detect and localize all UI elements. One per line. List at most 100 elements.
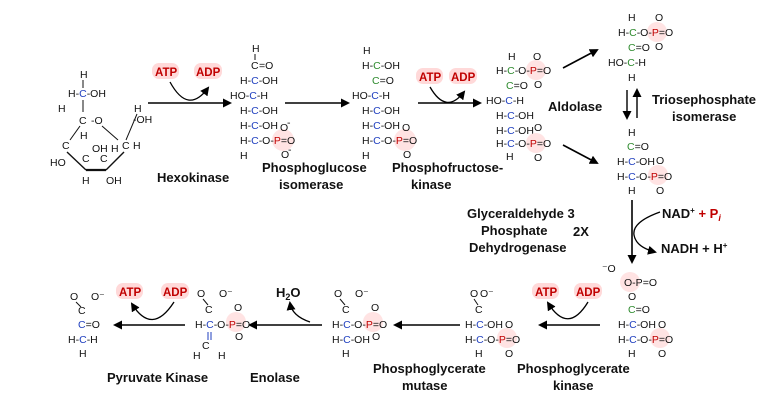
svg-text:-OH: -OH [133,114,152,126]
multiplier-label: 2X [573,224,589,239]
adp-label-4: ADP [163,287,188,299]
svg-text:O: O [655,12,663,24]
svg-text:H: H [80,130,88,142]
triosephosphate-label-line1: Triosephosphate [652,92,756,107]
glyceraldehyde-3-phosphate-molecule: H C=O H-C-OH H-C-O-P=O O H O [617,127,672,197]
svg-text:C: C [82,153,90,165]
svg-text:O: O [505,319,513,331]
svg-text:H: H [252,43,260,55]
svg-text:H: H [82,175,90,187]
svg-text:O: O [470,288,478,300]
svg-text:O: O [197,288,205,300]
svg-text:H-C-OH: H-C-OH [362,105,400,117]
svg-text:H-C-O-P=O: H-C-O-P=O [465,334,520,346]
svg-text:=O: =O [259,60,273,72]
svg-text:C: C [475,304,483,316]
svg-text:O: O [656,185,664,197]
svg-text:H-C-O-P=O: H-C-O-P=O [240,135,295,147]
hexokinase-label: Hexokinase [157,170,229,185]
pgm-label-line1: Phosphoglycerate [373,361,486,376]
pgm-label-line2: mutase [402,378,448,393]
gapdh-label-line1: Glyceraldehyde 3 [467,206,575,221]
phosphoglucose-label-line2: isomerase [279,177,343,192]
svg-text:H-C-O-P=O: H-C-O-P=O [195,319,250,331]
atp-label: ATP [155,67,177,79]
svg-text:H-C-O-P=O: H-C-O-P=O [332,319,387,331]
svg-text:C: C [342,304,350,316]
svg-text:H: H [362,150,370,162]
bisphosphoglycerate-molecule: ⁻O O-P=O O C=O H-C-OH H-C-O-P=O O H O [602,263,673,360]
svg-text:H: H [240,150,248,162]
nadh-label: NADH + H+ [661,241,728,256]
svg-text:HO-C-H: HO-C-H [486,95,524,107]
svg-text:H: H [363,45,371,57]
svg-text:H: H [628,348,636,360]
gapdh-label-line2: Phosphate [481,223,547,238]
svg-text:H-C-O-P=O: H-C-O-P=O [618,334,673,346]
phosphoglucose-isomerase-step: Phosphoglucose isomerase [262,98,367,192]
svg-text:C: C [79,115,87,127]
gapdh-label-line3: Dehydrogenase [469,240,567,255]
dihydroxyacetone-phosphate-molecule: H H-C-O-P=O O O C=O HO-C-H H [608,12,673,84]
svg-text:H-C-OH: H-C-OH [496,110,534,122]
svg-text:C: C [122,140,130,152]
svg-text:H-C-O-P=O: H-C-O-P=O [496,138,551,150]
svg-text:O-P=O: O-P=O [624,277,657,289]
atp-label-2: ATP [419,72,441,84]
pyruvate-kinase-step: ATP ADP Pyruvate Kinase [107,283,208,385]
svg-text:H: H [111,143,119,155]
svg-text:H: H [628,72,636,84]
enolase-step: H2O Enolase [248,285,322,385]
svg-text:C: C [62,140,70,152]
svg-text:H: H [218,350,226,362]
svg-text:HO-C-H: HO-C-H [352,90,390,102]
triosephosphate-isomerase-step: Triosephosphate isomerase [622,88,756,124]
svg-text:H: H [58,103,66,115]
svg-text:H-C-OH: H-C-OH [68,88,106,100]
svg-text:O: O [70,291,78,303]
svg-text:H: H [506,151,514,163]
svg-text:C=O: C=O [372,75,394,87]
svg-text:O: O [656,155,664,167]
svg-text:O: O [402,122,410,134]
svg-text:C: C [78,305,86,317]
phosphoglycerate-kinase-step: ATP ADP Phosphoglycerate kinase [517,283,630,393]
svg-text:O⁻: O⁻ [219,288,233,300]
svg-text:H-C-OH: H-C-OH [332,334,370,346]
svg-text:H: H [508,51,516,63]
svg-text:O: O [371,302,379,314]
svg-text:O⁻: O⁻ [480,288,494,300]
svg-text:H-C-O-P=O: H-C-O-P=O [617,171,672,183]
hexokinase-step: ATP ADP Hexokinase [148,63,232,185]
svg-text:H-C-OH: H-C-OH [240,75,278,87]
gapdh-step: NAD+ + Pi NADH + H+ Glyceraldehyde 3 Pho… [467,200,728,264]
svg-text:O: O [534,122,542,134]
svg-text:O⁻: O⁻ [355,288,369,300]
svg-text:OH: OH [92,143,108,155]
phosphofructokinase-label-line2: kinase [411,177,451,192]
svg-text:-: - [288,144,292,156]
svg-text:C: C [202,340,210,352]
svg-text:C=O: C=O [628,42,650,54]
svg-text:H-C-OH: H-C-OH [496,125,534,137]
phosphofructokinase-label-line1: Phosphofructose- [392,160,503,175]
svg-text:-O: -O [91,115,103,127]
phosphoglycerate-mutase-step: Phosphoglycerate mutase [373,320,486,393]
svg-text:C: C [251,60,259,72]
svg-text:C=O: C=O [627,141,649,153]
svg-text:H: H [628,12,636,24]
glucose-6-phosphate-molecule: H C=O H-C-OH HO-C-H H-C-OH H-C-OH H-C-O-… [230,43,295,162]
glucose-molecule: H H-C-OH C -O H C C H H -OH HO C C H OH … [50,69,152,187]
svg-text:H: H [80,69,88,81]
pgk-label-line1: Phosphoglycerate [517,361,630,376]
adp-label-3: ADP [576,287,601,299]
svg-text:O: O [534,152,542,164]
svg-text:O: O [658,319,666,331]
pgk-label-line2: kinase [553,378,593,393]
svg-text:H: H [475,348,483,360]
phosphoglucose-label-line1: Phosphoglucose [262,160,367,175]
atp-label-4: ATP [119,287,141,299]
